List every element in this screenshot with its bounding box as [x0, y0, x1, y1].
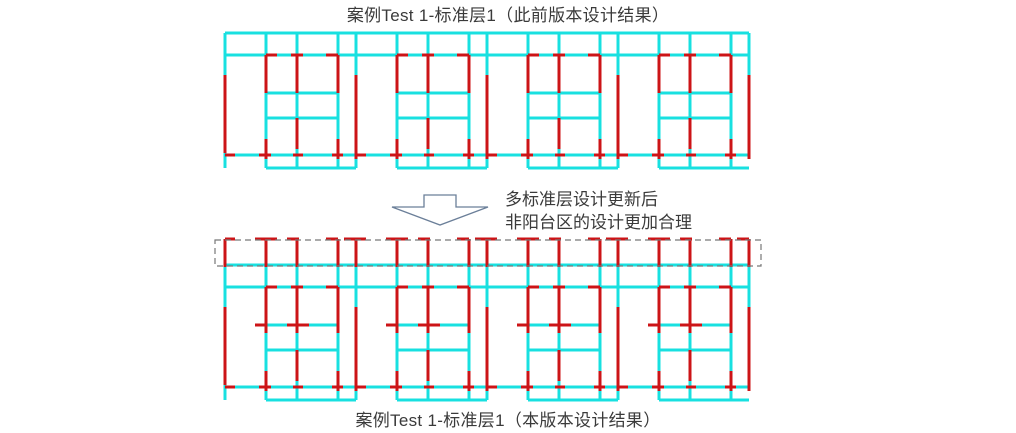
floor-plan-previous-version — [0, 0, 1016, 200]
down-block-arrow-icon — [388, 193, 492, 227]
shear-walls-previous — [223, 53, 751, 159]
shear-walls-current — [223, 237, 751, 391]
annotation-line-1: 多标准层设计更新后 — [505, 190, 658, 209]
annotation-text: 多标准层设计更新后 非阳台区的设计更加合理 — [505, 188, 692, 234]
page-title-bottom: 案例Test 1-标准层1（本版本设计结果） — [355, 411, 661, 430]
floor-plan-current-svg — [214, 237, 762, 402]
floor-plan-previous-svg — [223, 31, 751, 170]
changed-region-highlight-box — [214, 239, 762, 267]
page-title-top: 案例Test 1-标准层1（此前版本设计结果） — [346, 6, 670, 25]
annotation-line-2: 非阳台区的设计更加合理 — [505, 213, 692, 232]
floor-plan-current-version — [0, 232, 1016, 407]
